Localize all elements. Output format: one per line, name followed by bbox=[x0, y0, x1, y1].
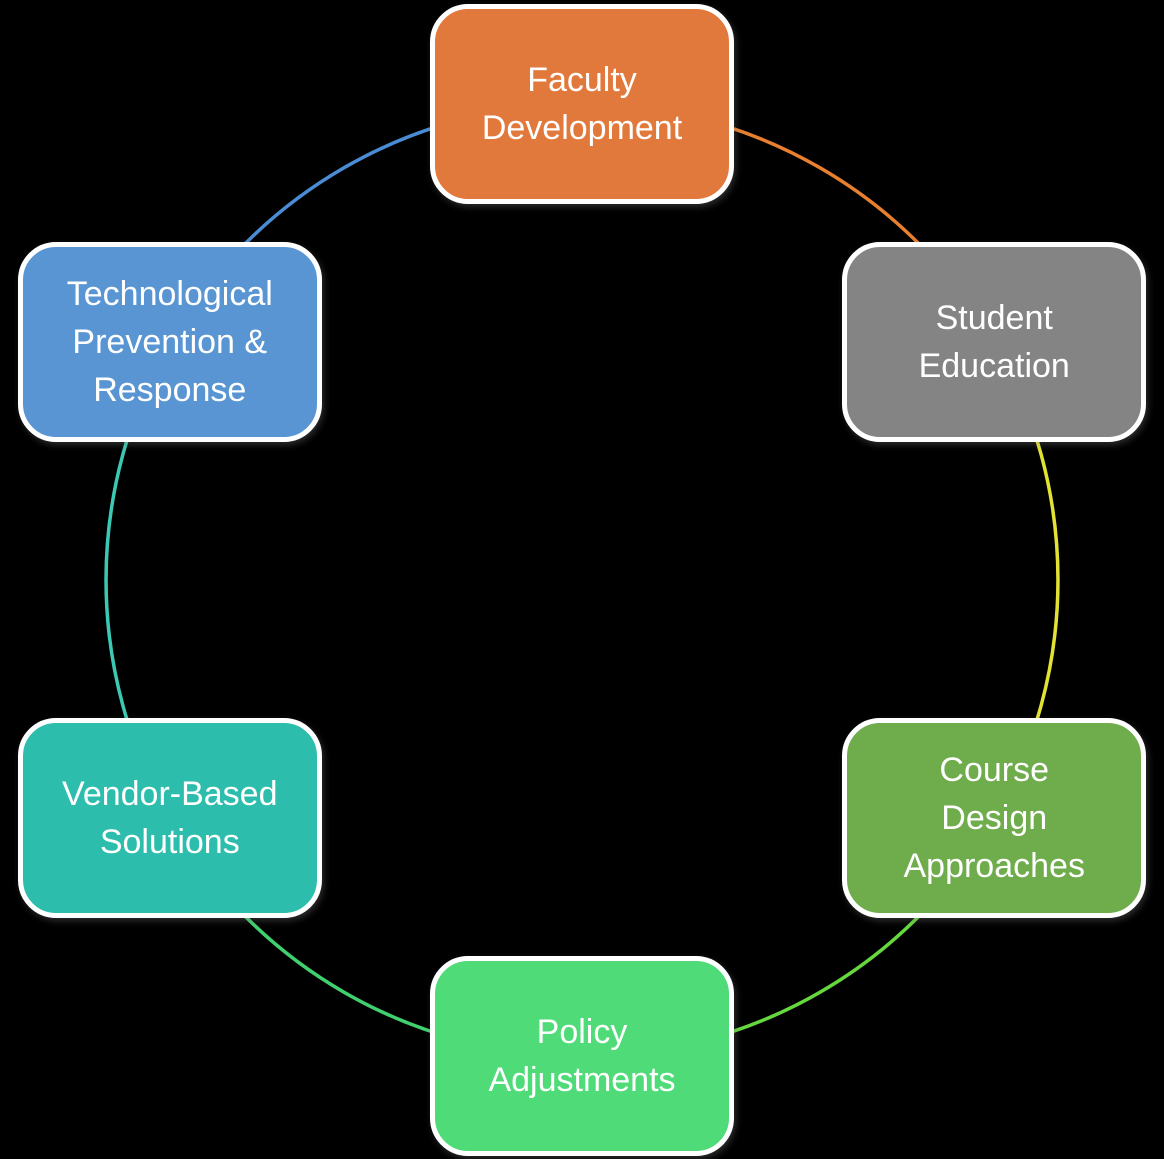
node-technological-prevention-response: Technological Prevention & Response bbox=[17, 242, 322, 442]
node-student-education: Student Education bbox=[842, 242, 1147, 442]
node-vendor-based-solutions: Vendor-Based Solutions bbox=[17, 718, 322, 918]
node-policy-adjustments: Policy Adjustments bbox=[430, 956, 734, 1156]
node-course-design-approaches: Course Design Approaches bbox=[842, 718, 1147, 918]
node-faculty-development: Faculty Development bbox=[430, 4, 734, 204]
